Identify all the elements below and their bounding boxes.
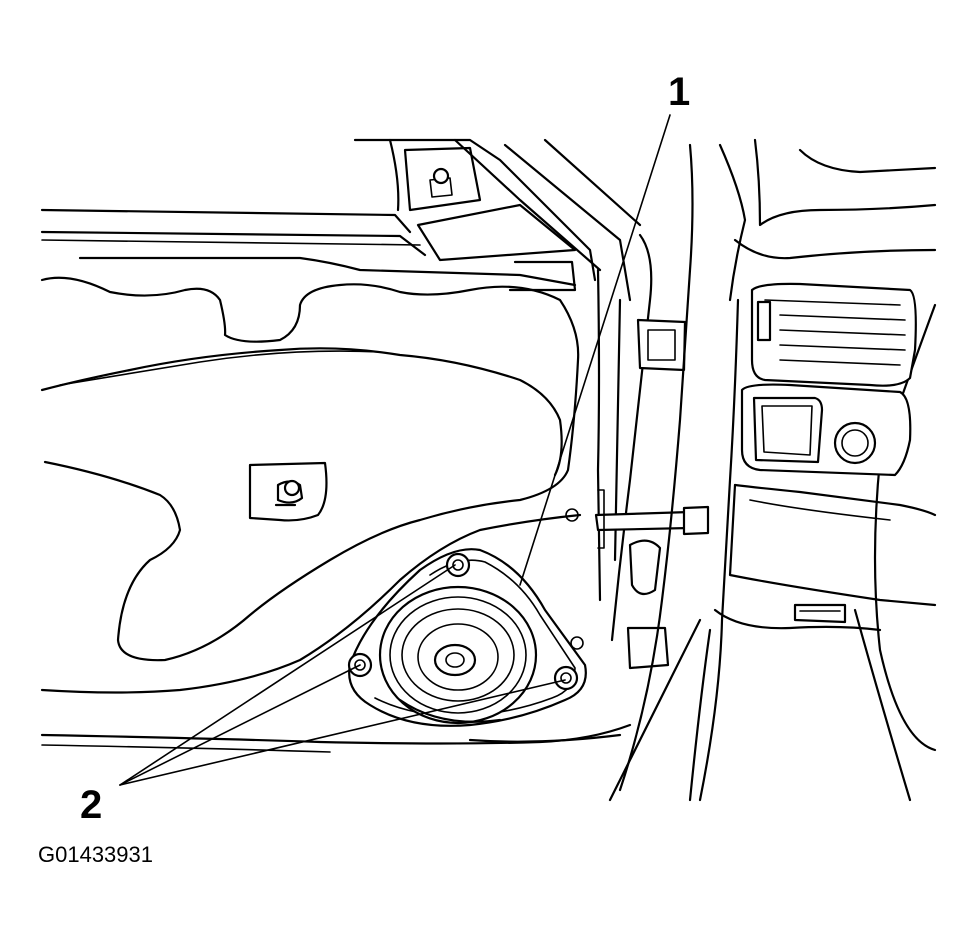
callout-1-leader bbox=[519, 114, 671, 586]
callout-2-label: 2 bbox=[80, 783, 103, 827]
lower-dash-panel bbox=[728, 483, 937, 624]
screw-right bbox=[553, 665, 579, 691]
door-window-sill bbox=[40, 208, 577, 287]
mirror-mount-area bbox=[353, 138, 642, 302]
door-edge bbox=[565, 233, 710, 670]
callout-1-label: 1 bbox=[668, 70, 691, 114]
dashboard bbox=[608, 138, 937, 802]
callout-2-leaders bbox=[119, 564, 566, 786]
speaker bbox=[348, 548, 622, 743]
air-vent bbox=[750, 282, 917, 387]
switch-panel bbox=[740, 383, 912, 477]
trim-clip bbox=[248, 461, 328, 522]
figure-id: G01433931 bbox=[38, 842, 153, 867]
screw-upper bbox=[445, 552, 471, 578]
